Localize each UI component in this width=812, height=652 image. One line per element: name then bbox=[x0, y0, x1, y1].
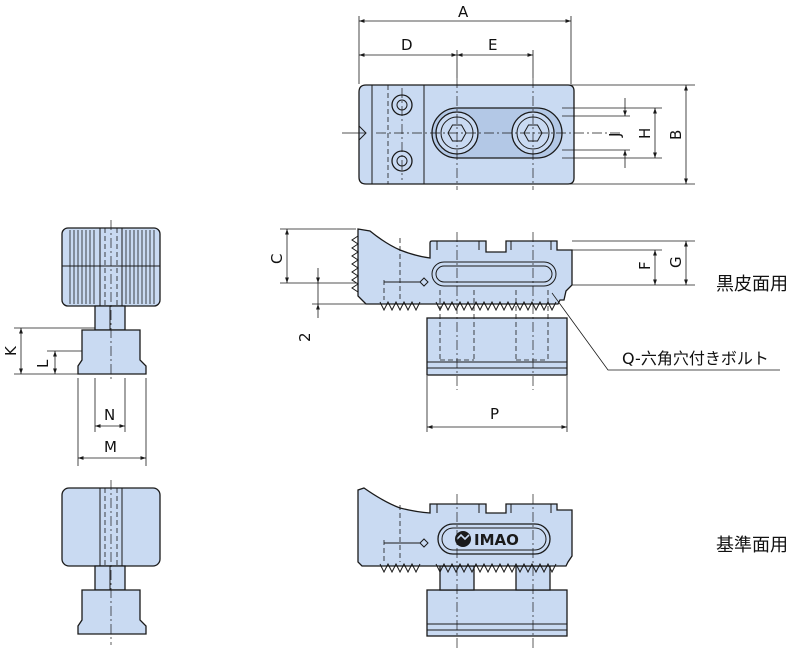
dim-2: 2 bbox=[296, 332, 314, 342]
dim-A: A bbox=[458, 3, 469, 21]
dim-H: H bbox=[636, 128, 654, 139]
logo-plate bbox=[437, 523, 551, 555]
side-view-black-surface bbox=[14, 220, 161, 466]
front-view-black-surface bbox=[280, 228, 780, 432]
t-nut bbox=[77, 329, 147, 375]
dim-D: D bbox=[401, 36, 413, 54]
dim-J: J bbox=[606, 133, 624, 138]
dim-N: N bbox=[104, 406, 115, 424]
black-surface-label: 黒皮面用 bbox=[716, 274, 788, 295]
dim-K: K bbox=[2, 345, 20, 356]
logo-text: IMAO bbox=[474, 531, 519, 549]
slot-outline bbox=[431, 261, 557, 287]
dim-B: B bbox=[667, 130, 685, 140]
dim-C: C bbox=[268, 254, 286, 264]
dim-E: E bbox=[488, 36, 497, 54]
dim-F: F bbox=[636, 261, 654, 270]
logo-icon bbox=[455, 531, 471, 547]
side-view-reference-surface bbox=[61, 480, 161, 645]
top-view bbox=[342, 16, 695, 190]
bolt-label: Q-六角穴付きボルト bbox=[622, 349, 769, 368]
dim-P: P bbox=[490, 405, 499, 423]
front-view-reference-surface: IMAO bbox=[357, 487, 573, 648]
dim-L: L bbox=[34, 359, 52, 368]
base-block-2 bbox=[426, 589, 568, 637]
dim-M: M bbox=[104, 438, 117, 456]
reference-surface-label: 基準面用 bbox=[716, 535, 788, 556]
base-block bbox=[426, 317, 568, 376]
dim-G: G bbox=[667, 256, 685, 268]
bolt-leader bbox=[551, 292, 780, 371]
